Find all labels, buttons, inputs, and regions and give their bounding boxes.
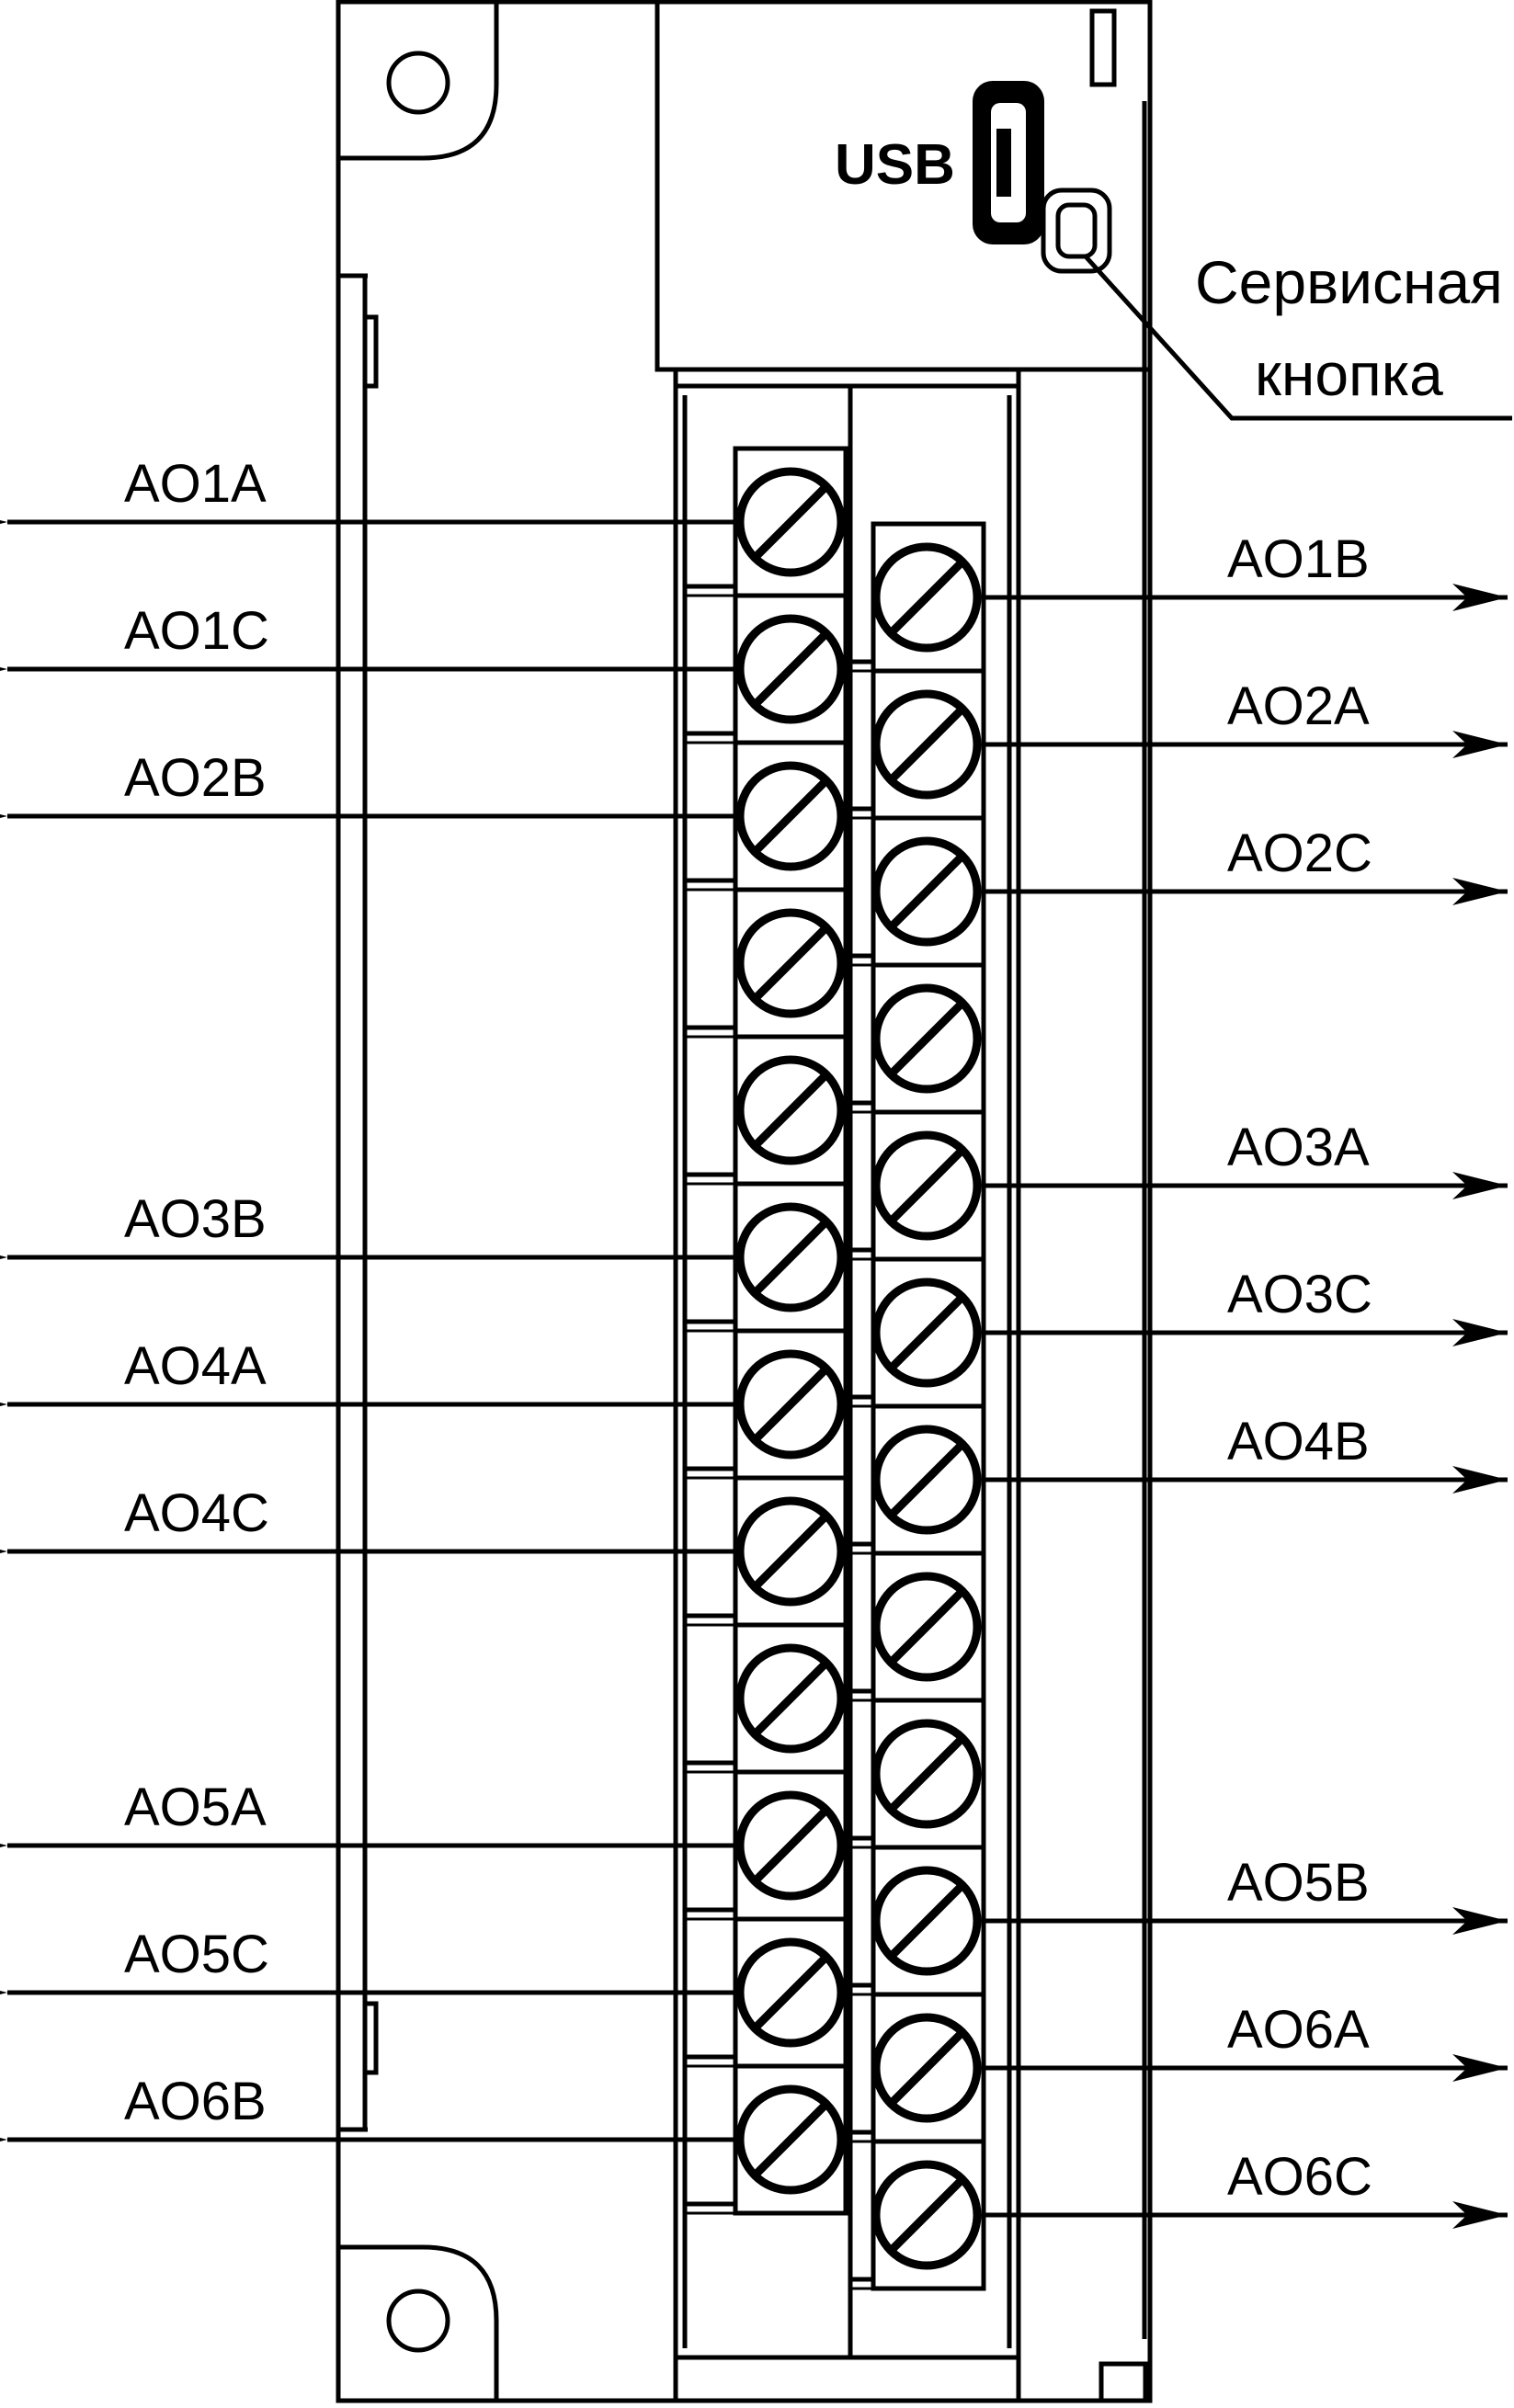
top-mount-ear xyxy=(338,2,499,161)
output-label-ao5a: AO5A xyxy=(124,1778,267,1837)
output-label-ao3a: AO3A xyxy=(1227,1118,1370,1177)
terminal-screw-right-3 xyxy=(850,815,986,968)
terminal-screw-left-11 xyxy=(685,1916,848,2069)
terminal-screw-right-1 xyxy=(850,521,986,674)
output-label-ao6c: AO6C xyxy=(1227,2147,1372,2207)
output-label-ao2b: AO2B xyxy=(124,748,267,808)
terminals-layer xyxy=(685,446,986,2291)
service-button-label-line1: Сервисная xyxy=(1195,248,1503,316)
service-button-label-line2: кнопка xyxy=(1255,340,1443,408)
top-mount-hole xyxy=(386,51,450,115)
service-button-inner xyxy=(1055,202,1098,259)
terminal-screw-left-6 xyxy=(685,1181,848,1334)
output-label-ao1c: AO1C xyxy=(124,601,269,661)
service-button-leader xyxy=(1083,254,1512,421)
output-label-ao5b: AO5B xyxy=(1227,1853,1370,1913)
terminal-block xyxy=(673,383,1021,2360)
terminal-screw-right-11 xyxy=(850,1992,986,2144)
device-housing xyxy=(336,0,1153,2403)
terminal-screw-right-5 xyxy=(850,1109,986,1262)
usb-panel xyxy=(655,0,1153,372)
service-button-outer xyxy=(1041,187,1112,274)
output-label-ao3c: AO3C xyxy=(1227,1265,1372,1324)
bottom-latch xyxy=(1099,2361,1148,2403)
output-label-ao1a: AO1A xyxy=(124,454,267,514)
terminal-screw-left-4 xyxy=(685,887,848,1039)
output-label-ao6a: AO6A xyxy=(1227,2000,1370,2060)
terminal-screw-right-4 xyxy=(850,962,986,1115)
output-label-ao5c: AO5C xyxy=(124,1925,269,1984)
terminal-screw-left-8 xyxy=(685,1475,848,1628)
usb-port-icon xyxy=(973,81,1044,244)
terminal-screw-right-9 xyxy=(850,1698,986,1850)
terminal-screw-right-2 xyxy=(850,668,986,821)
terminal-screw-left-5 xyxy=(685,1034,848,1187)
output-label-ao3b: AO3B xyxy=(124,1189,267,1249)
output-label-ao2a: AO2A xyxy=(1227,676,1370,736)
housing-outline xyxy=(336,0,1153,2403)
bottom-mount-hole xyxy=(386,2289,450,2353)
terminal-screw-right-12 xyxy=(850,2139,986,2291)
usb-label: USB xyxy=(835,133,955,197)
output-label-ao4c: AO4C xyxy=(124,1483,269,1543)
terminal-screw-right-6 xyxy=(850,1256,986,1409)
terminal-screw-left-3 xyxy=(685,740,848,892)
terminal-screw-right-10 xyxy=(850,1845,986,1997)
output-label-ao1b: AO1B xyxy=(1227,529,1370,589)
terminal-screw-left-9 xyxy=(685,1622,848,1775)
wires-layer: AO1A AO1C AO2B AO3B AO4A AO4C AO5A AO5C AO6B AO1B… xyxy=(0,454,1508,2229)
bottom-mount-ear xyxy=(338,2244,499,2401)
output-label-ao6b: AO6B xyxy=(124,2072,267,2131)
output-label-ao4b: AO4B xyxy=(1227,1412,1370,1471)
output-label-ao2c: AO2C xyxy=(1227,823,1372,883)
terminal-screw-left-12 xyxy=(685,2063,848,2216)
terminal-screw-right-7 xyxy=(850,1403,986,1556)
output-label-ao4a: AO4A xyxy=(124,1336,267,1396)
panel-latch xyxy=(1089,8,1117,87)
terminal-screw-right-8 xyxy=(850,1550,986,1703)
